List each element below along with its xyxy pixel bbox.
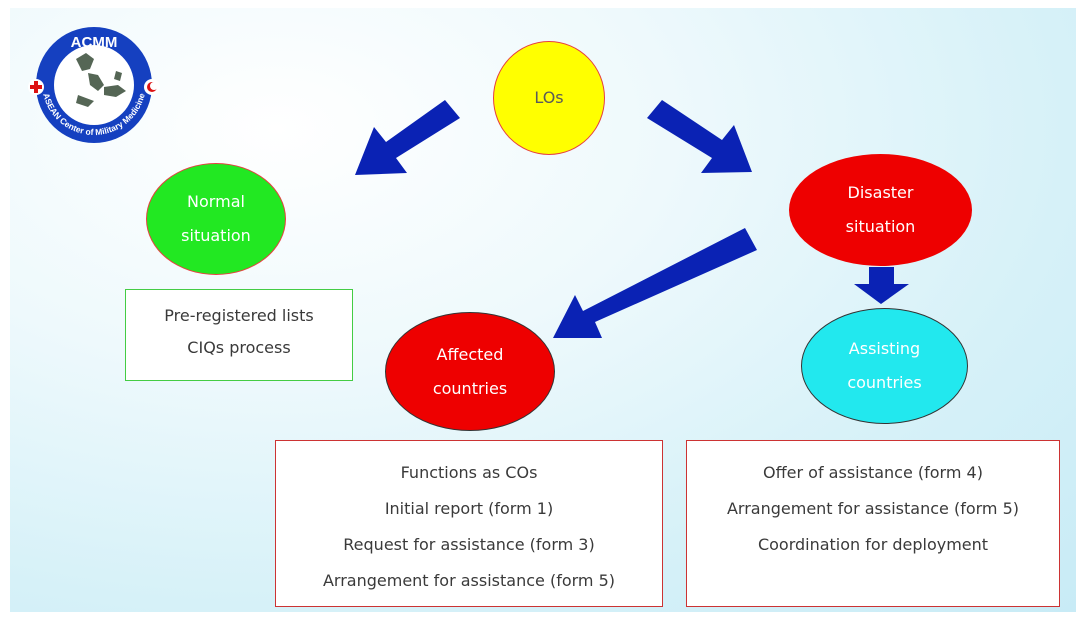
red-cross-icon xyxy=(28,79,44,95)
assisting-box-item: Coordination for deployment xyxy=(757,535,989,554)
arrow-los-to-normal xyxy=(355,100,460,175)
assisting-countries-box: Offer of assistance (form 4) Arrangement… xyxy=(686,440,1060,607)
arrow-los-to-disaster xyxy=(647,100,752,173)
affected-countries-node: Affected countries xyxy=(385,312,555,431)
los-label: LOs xyxy=(534,88,564,107)
assisting-label-line1: Assisting xyxy=(848,339,921,358)
affected-countries-box: Functions as COs Initial report (form 1)… xyxy=(275,440,663,607)
affected-box-item: Initial report (form 1) xyxy=(384,499,554,518)
assisting-countries-node: Assisting countries xyxy=(801,308,968,424)
arrow-disaster-to-affected xyxy=(553,228,757,338)
assisting-label-line2: countries xyxy=(847,373,922,392)
logo-title: ACMM xyxy=(71,34,118,51)
disaster-label-line2: situation xyxy=(845,217,916,236)
normal-label-line1: Normal xyxy=(187,192,245,211)
red-crescent-icon xyxy=(144,79,160,95)
normal-box-item: Pre-registered lists xyxy=(164,306,314,325)
normal-situation-box: Pre-registered lists CIQs process xyxy=(125,289,353,381)
affected-label-line1: Affected xyxy=(436,344,504,364)
disaster-label-line1: Disaster xyxy=(847,183,914,202)
los-node: LOs xyxy=(493,41,605,155)
affected-box-item: Request for assistance (form 3) xyxy=(343,535,595,554)
assisting-box-item: Arrangement for assistance (form 5) xyxy=(726,499,1020,518)
affected-label-line2: countries xyxy=(432,378,508,398)
affected-box-item: Functions as COs xyxy=(400,463,538,482)
arrow-disaster-to-assisting xyxy=(854,267,909,304)
asean-map-icon xyxy=(76,53,126,107)
affected-box-item: Arrangement for assistance (form 5) xyxy=(322,571,616,590)
acmm-logo: ACMM ASEAN Center of Military Medicine xyxy=(18,25,170,145)
normal-box-item: CIQs process xyxy=(187,338,291,357)
normal-label-line2: situation xyxy=(181,226,251,245)
assisting-box-item: Offer of assistance (form 4) xyxy=(763,463,983,482)
normal-situation-node: Normal situation xyxy=(146,163,286,275)
disaster-situation-node: Disaster situation xyxy=(789,154,972,266)
